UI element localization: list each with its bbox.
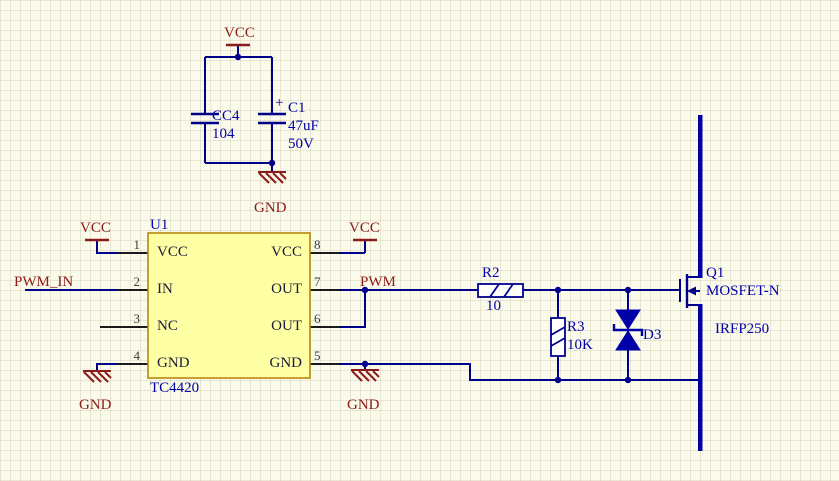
- u1-designator[interactable]: U1: [150, 217, 169, 233]
- c1-polarity-plus: +: [275, 95, 284, 111]
- drain-rail[interactable]: [698, 115, 703, 278]
- cc4-designator[interactable]: CC4: [212, 108, 240, 124]
- u1-pin5-number: 5: [314, 348, 321, 363]
- wires[interactable]: [25, 45, 698, 381]
- u1-part[interactable]: TC4420: [150, 380, 200, 396]
- net-label-pwm[interactable]: PWM: [360, 274, 396, 290]
- tvs-diode-d3[interactable]: [612, 309, 644, 351]
- net-label-vcc-top[interactable]: VCC: [224, 25, 255, 41]
- u1-pin8-name: VCC: [271, 244, 302, 260]
- gnd-symbol-pin5-icon: [350, 369, 380, 382]
- r3-value[interactable]: 10K: [567, 337, 593, 353]
- c1-value[interactable]: 47uF: [288, 118, 319, 134]
- q1-arrow-icon: [687, 286, 696, 296]
- power-symbols[interactable]: [82, 43, 380, 383]
- wire-out-pin6: [340, 290, 366, 328]
- q1-designator[interactable]: Q1: [706, 265, 725, 281]
- u1-pin5-name: GND: [269, 355, 303, 371]
- wire-vcc-pin8: [340, 240, 366, 254]
- net-label-gnd-pin4[interactable]: GND: [79, 397, 112, 413]
- c1-voltage[interactable]: 50V: [288, 136, 314, 152]
- mosfet-q1[interactable]: [679, 274, 700, 308]
- u1-pin7-name: OUT: [271, 281, 302, 297]
- u1-pin1-name: VCC: [157, 244, 188, 260]
- q1-type[interactable]: MOSFET-N: [706, 283, 780, 299]
- u1-pin4-number: 4: [133, 348, 141, 363]
- u1-pin2-name: IN: [157, 281, 173, 297]
- net-label-gnd-top[interactable]: GND: [254, 200, 287, 216]
- gnd-symbol-top-icon: [257, 171, 287, 184]
- u1-pin6-number: 6: [314, 311, 321, 326]
- q1-part[interactable]: IRFP250: [715, 321, 770, 337]
- source-rail[interactable]: [698, 304, 703, 451]
- net-label-pwm-in[interactable]: PWM_IN: [14, 274, 74, 290]
- u1-pin3-name: NC: [157, 318, 178, 334]
- net-label-vcc-pin8[interactable]: VCC: [349, 220, 380, 236]
- d3-designator[interactable]: D3: [643, 327, 662, 343]
- wire-vcc-pin1: [96, 240, 120, 254]
- u1-pin1-number: 1: [133, 237, 141, 252]
- cc4-value[interactable]: 104: [212, 126, 235, 142]
- u1-pin6-name: OUT: [271, 318, 302, 334]
- capacitor-c1[interactable]: [258, 112, 286, 125]
- ic-pin-leads: [100, 252, 340, 365]
- c1-designator[interactable]: C1: [288, 100, 306, 116]
- capacitor-cc4[interactable]: [191, 112, 219, 125]
- r2-value[interactable]: 10: [486, 298, 501, 314]
- wire-gnd-pin4: [96, 363, 120, 371]
- d3-top-triangle: [615, 309, 641, 330]
- r3-designator[interactable]: R3: [567, 319, 585, 335]
- u1-pin7-number: 7: [314, 274, 321, 289]
- net-label-vcc-pin1[interactable]: VCC: [80, 220, 111, 236]
- u1-pin3-number: 3: [133, 311, 141, 326]
- d3-bottom-triangle: [615, 330, 641, 351]
- r2-designator[interactable]: R2: [482, 265, 500, 281]
- u1-pin4-name: GND: [157, 355, 190, 371]
- wire-gnd-pin5-to-source: [340, 363, 698, 381]
- d3-bar: [612, 324, 644, 336]
- resistor-r3[interactable]: [550, 317, 566, 357]
- resistor-r2[interactable]: [477, 283, 524, 298]
- gnd-symbol-pin4-icon: [82, 370, 112, 383]
- net-label-gnd-pin5[interactable]: GND: [347, 397, 380, 413]
- ic-body-u1[interactable]: [147, 232, 311, 379]
- u1-pin8-number: 8: [314, 237, 321, 252]
- junction-dots: [234, 53, 632, 384]
- u1-pin2-number: 2: [133, 274, 141, 289]
